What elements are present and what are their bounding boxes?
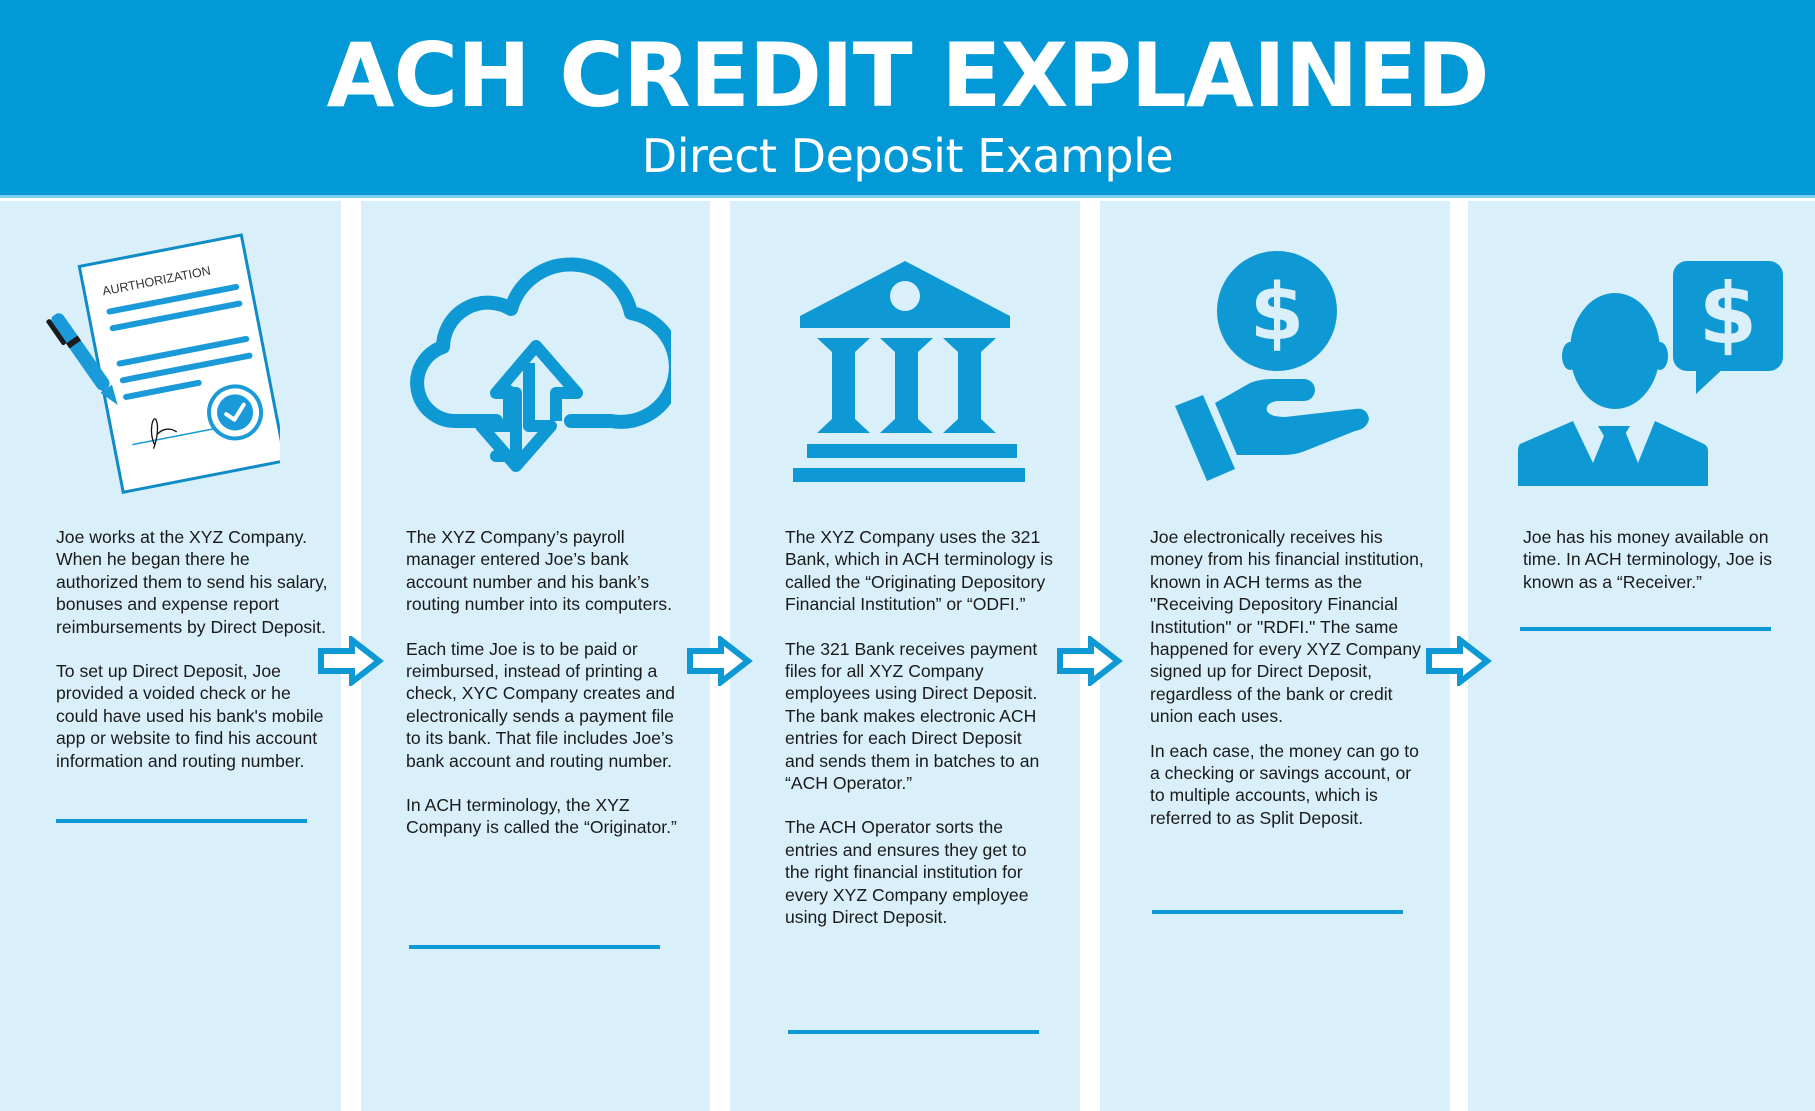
step-4-panel: $ Joe electronically receives his money … [1100, 201, 1450, 1111]
step-3-divider [788, 1030, 1039, 1034]
authorization-document-icon: AURTHORIZATION [46, 233, 280, 495]
page-title: ACH CREDIT EXPLAINED [326, 24, 1489, 127]
step-2-paragraph: In ACH terminology, the XYZ Company is c… [406, 795, 677, 838]
page-subtitle: Direct Deposit Example [641, 129, 1174, 183]
step-5-divider [1520, 627, 1771, 631]
svg-text:$: $ [1699, 265, 1757, 363]
svg-text:$: $ [1250, 268, 1304, 358]
bank-building-icon [793, 261, 1025, 482]
step-5-text: Joe has his money available on time. In … [1523, 526, 1773, 615]
arrow-right-icon [1426, 636, 1492, 686]
step-3-text: The XYZ Company uses the 321 Bank, which… [785, 526, 1055, 951]
step-1-divider [56, 819, 307, 823]
step-1-panel: AURTHORIZATION Joe works at the XYZ Comp… [0, 201, 341, 1111]
step-2-paragraph: Each time Joe is to be paid or reimburse… [406, 638, 675, 771]
step-2-panel: The XYZ Company’s payroll manager entere… [361, 201, 710, 1111]
step-2-divider [409, 945, 660, 949]
step-4-text: Joe electronically receives his money fr… [1150, 526, 1430, 851]
header-banner: ACH CREDIT EXPLAINED Direct Deposit Exam… [0, 0, 1815, 198]
step-2-paragraph: The XYZ Company’s payroll manager entere… [406, 527, 672, 615]
step-1-paragraph: To set up Direct Deposit, Joe provided a… [56, 661, 324, 771]
hand-receiving-money-icon: $ [1175, 251, 1369, 481]
arrow-right-icon [1057, 636, 1123, 686]
step-3-paragraph: The XYZ Company uses the 321 Bank, which… [785, 527, 1053, 615]
step-3-paragraph: The 321 Bank receives payment files for … [785, 638, 1040, 794]
step-3-paragraph: The ACH Operator sorts the entries and e… [785, 817, 1029, 928]
step-2-text: The XYZ Company’s payroll manager entere… [406, 526, 691, 861]
arrow-right-icon [687, 636, 753, 686]
arrow-right-icon [318, 636, 384, 686]
step-1-paragraph: Joe works at the XYZ Company. When he be… [56, 527, 328, 637]
step-5-paragraph: Joe has his money available on time. In … [1523, 527, 1773, 592]
step-4-paragraph: Joe electronically receives his money fr… [1150, 527, 1424, 727]
step-3-panel: The XYZ Company uses the 321 Bank, which… [730, 201, 1080, 1111]
step-4-paragraph: In each case, the money can go to a chec… [1150, 740, 1419, 828]
cloud-transfer-icon [410, 257, 671, 472]
person-money-speech-icon: $ [1518, 261, 1783, 486]
step-1-text: Joe works at the XYZ Company. When he be… [56, 526, 334, 794]
step-5-panel: $ Joe has his money available on time. I… [1468, 201, 1815, 1111]
step-4-divider [1152, 910, 1403, 914]
